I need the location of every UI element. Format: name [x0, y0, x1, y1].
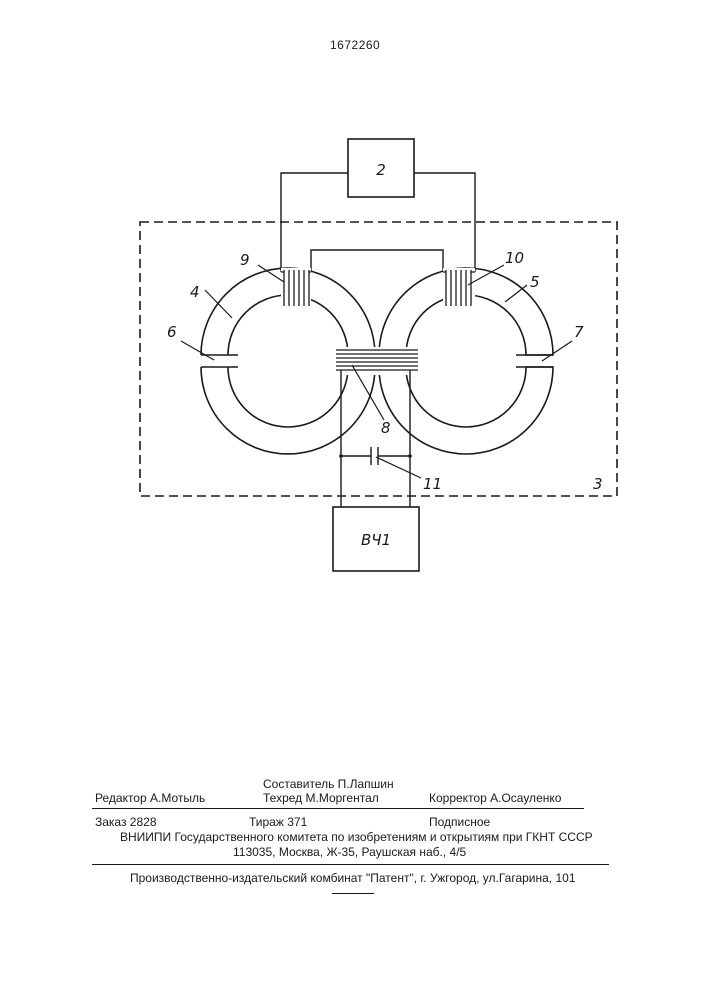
- label-5: 5: [530, 273, 540, 291]
- imprint-order: Заказ 2828: [95, 815, 157, 829]
- imprint-editor: Редактор А.Мотыль: [95, 791, 205, 805]
- divider-bottom: [332, 893, 374, 894]
- imprint-institution: ВНИИПИ Государственного комитета по изоб…: [120, 830, 593, 844]
- block-hf-label: ВЧ1: [361, 531, 391, 549]
- capacitor-11: [339, 447, 412, 465]
- imprint-circulation: Тираж 371: [249, 815, 307, 829]
- winding-10: [443, 268, 475, 308]
- toroid-core-5-lower: [379, 367, 553, 454]
- winding-9: [281, 268, 311, 308]
- wire-9-10: [311, 250, 443, 272]
- divider-middle: [92, 864, 609, 865]
- imprint-address: 113035, Москва, Ж-35, Раушская наб., 4/5: [233, 845, 466, 859]
- imprint-compiler: Составитель П.Лапшин: [263, 777, 394, 791]
- block-2-label: 2: [376, 161, 386, 179]
- label-6: 6: [167, 323, 177, 341]
- label-11: 11: [423, 475, 442, 493]
- label-9: 9: [240, 251, 250, 269]
- imprint-proofreader: Корректор А.Осауленко: [429, 791, 561, 805]
- imprint-tech-editor: Техред М.Моргентал: [263, 791, 379, 805]
- label-4: 4: [190, 283, 200, 301]
- label-10: 10: [505, 249, 524, 267]
- label-7: 7: [574, 323, 584, 341]
- toroid-core-4-lower: [201, 367, 375, 454]
- imprint-subscription: Подписное: [429, 815, 490, 829]
- imprint-publisher: Производственно-издательский комбинат "П…: [130, 871, 576, 885]
- label-3: 3: [593, 475, 603, 493]
- winding-8: [336, 347, 418, 375]
- label-8: 8: [381, 419, 391, 437]
- divider-top: [92, 808, 584, 809]
